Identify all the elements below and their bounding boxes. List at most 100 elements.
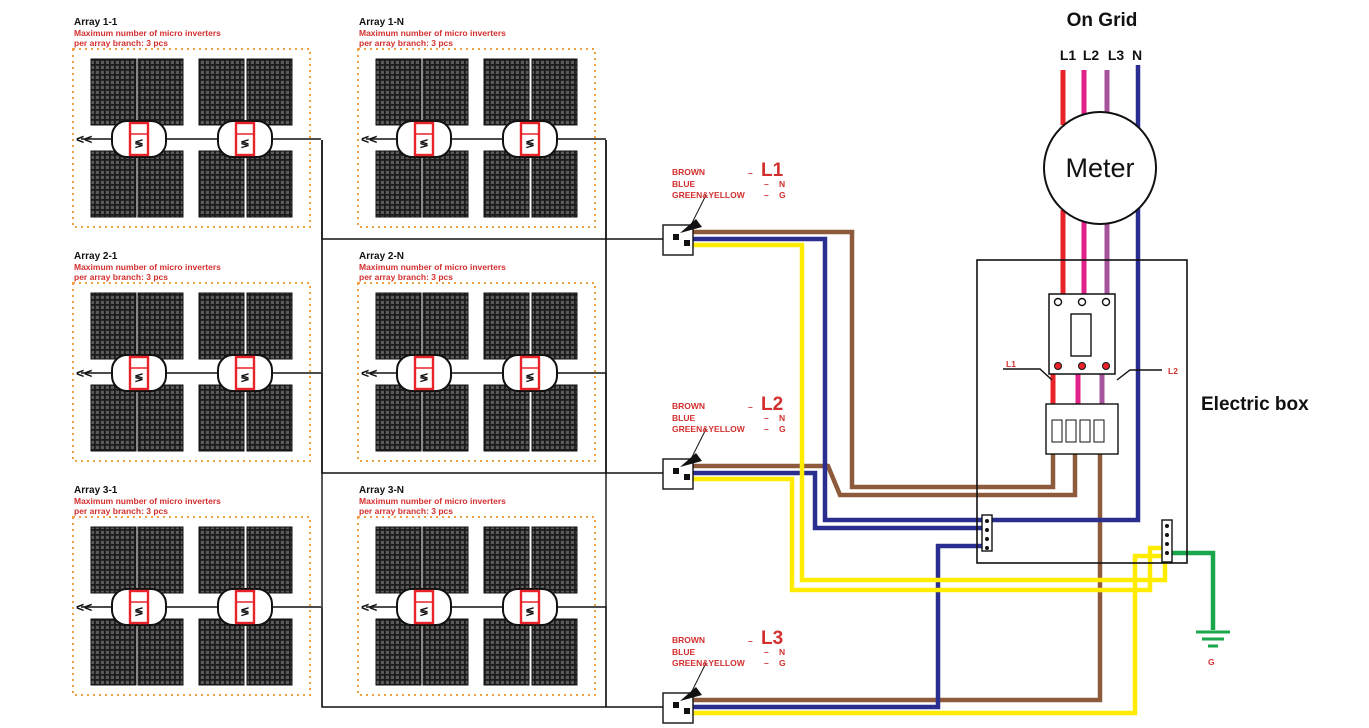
junction-terminal	[673, 702, 679, 708]
brown-wire-l3	[693, 405, 1103, 703]
solar-panel	[375, 384, 422, 452]
solar-panel	[483, 150, 530, 218]
dash-mark: –	[764, 424, 769, 434]
ground-wire	[1170, 550, 1216, 630]
dash-mark: –	[764, 190, 769, 200]
dash-mark: –	[764, 647, 769, 657]
micro-inverter	[234, 589, 256, 625]
junction-pointer	[689, 662, 707, 696]
array-note: per array branch: 3 pcs	[359, 38, 453, 48]
label-n: N	[779, 413, 785, 423]
micro-inverter	[128, 121, 150, 157]
neutral-main	[985, 65, 1141, 523]
phase-label: L1	[761, 160, 784, 181]
array-border	[357, 48, 596, 228]
bus-end-arrow: <<	[361, 131, 377, 147]
array-title: Array 3-1	[74, 485, 118, 496]
wire-label-green-yellow: GREEN&YELLOW	[672, 424, 746, 434]
wire-label-green-yellow: GREEN&YELLOW	[672, 658, 746, 668]
bus-end-arrow: <<	[76, 599, 92, 615]
solar-panel	[246, 618, 293, 686]
solar-panel	[198, 526, 245, 594]
breaker-handle	[1070, 313, 1092, 357]
dash-mark: –	[764, 413, 769, 423]
devices: BROWNBLUEGREEN&YELLOW–––L1NGBROWNBLUEGRE…	[662, 111, 1188, 724]
blue-wire-2	[693, 470, 985, 531]
micro-inverter	[519, 121, 541, 157]
solar-panel	[422, 58, 469, 126]
bus-terminal	[985, 546, 989, 550]
dash-mark: –	[748, 168, 753, 178]
junction-terminal	[673, 468, 679, 474]
solar-panel	[137, 384, 184, 452]
inverter-symbol: ≶	[419, 138, 428, 150]
inverter-symbol: ≶	[134, 138, 143, 150]
wire-label-blue: BLUE	[672, 413, 695, 423]
solar-panel	[531, 58, 578, 126]
dash-mark: –	[764, 179, 769, 189]
junction-terminal	[673, 234, 679, 240]
breaker-pointer	[1003, 368, 1053, 381]
terminal-slot	[1093, 419, 1105, 443]
solar-panel	[531, 384, 578, 452]
solar-panel	[422, 150, 469, 218]
inverter-symbol: ≶	[525, 138, 534, 150]
grid-line-l1: L1	[1060, 47, 1077, 63]
dash-mark: –	[748, 636, 753, 646]
bus-end-arrow: <<	[361, 365, 377, 381]
solar-panel	[137, 292, 184, 360]
solar-panel	[375, 150, 422, 218]
label-n: N	[779, 647, 785, 657]
array-note: per array branch: 3 pcs	[359, 506, 453, 516]
inverter-symbol: ≶	[134, 372, 143, 384]
yellow-wire-2	[693, 476, 1165, 593]
solar-panel	[90, 526, 137, 594]
inverter-symbol: ≶	[240, 372, 249, 384]
breaker-terminal	[1078, 362, 1086, 370]
inverter-symbol: ≶	[525, 372, 534, 384]
solar-panel	[422, 384, 469, 452]
junction-terminal	[684, 708, 690, 714]
solar-panel	[246, 58, 293, 126]
junction-terminal	[684, 240, 690, 246]
breaker-terminal	[1053, 297, 1063, 307]
solar-panel	[422, 618, 469, 686]
brown-wire-l1	[693, 229, 1056, 490]
solar-panel	[90, 292, 137, 360]
array-border	[357, 516, 596, 696]
solar-panel	[531, 526, 578, 594]
bus-terminal	[985, 519, 989, 523]
label-g: G	[779, 190, 786, 200]
solar-panel	[198, 150, 245, 218]
solar-panel	[375, 292, 422, 360]
solar-panel	[137, 58, 184, 126]
array-title: Array 2-1	[74, 251, 118, 262]
array-note: Maximum number of micro inverters	[74, 262, 221, 272]
array-note: per array branch: 3 pcs	[74, 38, 168, 48]
array-note: Maximum number of micro inverters	[359, 496, 506, 506]
bus-terminal	[1165, 542, 1169, 546]
solar-panel	[483, 58, 530, 126]
bus-end-arrow: <<	[76, 131, 92, 147]
breaker-terminal	[1077, 297, 1087, 307]
solar-panel	[198, 618, 245, 686]
junction-pointer	[689, 194, 707, 228]
array-border	[72, 282, 311, 462]
breaker-left-label: L1	[1006, 359, 1016, 369]
grid-line-n: N	[1132, 47, 1142, 63]
array-title: Array 2-N	[359, 251, 404, 262]
grid-line-l2: L2	[1083, 47, 1100, 63]
solar-panel	[137, 150, 184, 218]
label-g: G	[779, 658, 786, 668]
solar-panel	[90, 618, 137, 686]
breaker-terminal	[1102, 362, 1110, 370]
micro-inverter	[234, 355, 256, 391]
array-border	[357, 282, 596, 462]
micro-inverter	[519, 589, 541, 625]
electric-box-frame	[976, 259, 1188, 564]
